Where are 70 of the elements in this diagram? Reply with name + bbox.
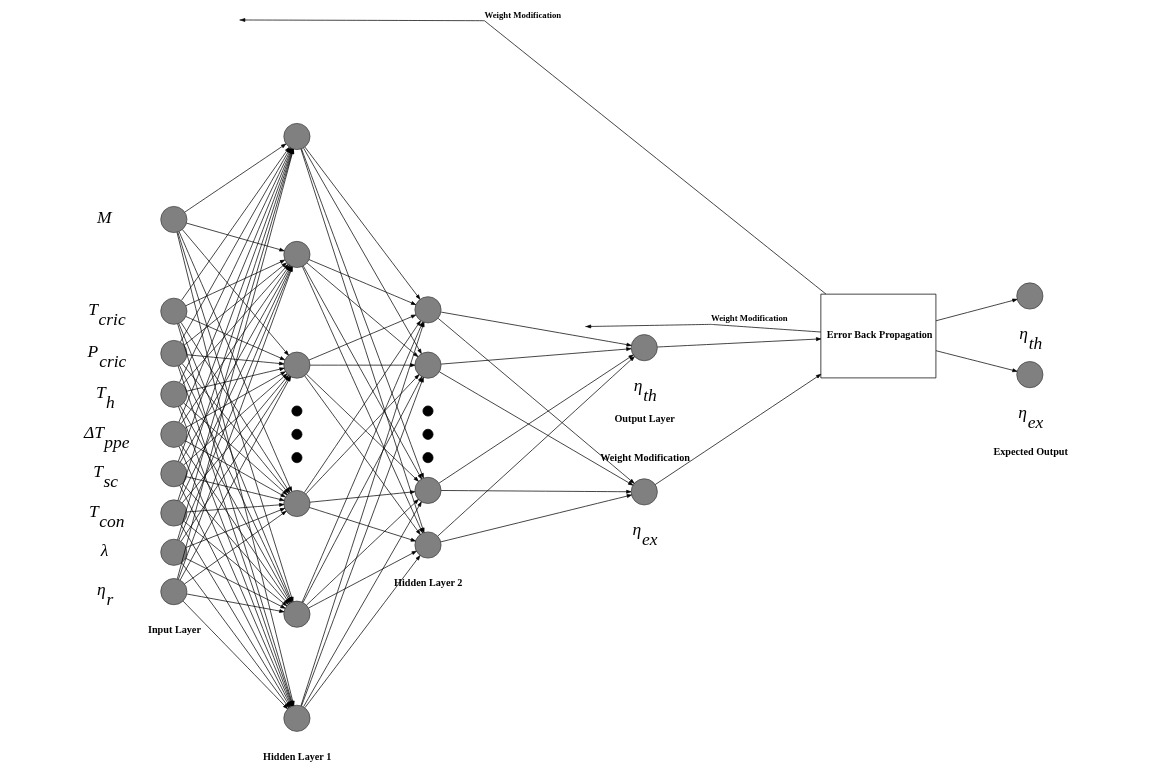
arrow <box>182 373 287 466</box>
arrow <box>185 593 284 613</box>
arrow <box>308 507 416 542</box>
node-circle <box>159 297 187 325</box>
arrow <box>185 259 285 307</box>
node-circle <box>159 499 187 527</box>
node-label: M <box>96 207 112 228</box>
arrow <box>239 18 826 295</box>
arrow <box>183 262 287 346</box>
node-dot <box>422 428 433 440</box>
arrow <box>308 259 416 305</box>
arrow <box>307 550 417 609</box>
label: Hidden Layer 1 <box>262 750 331 762</box>
arrow <box>184 557 285 609</box>
node-circle <box>159 538 187 566</box>
arrow <box>183 143 286 213</box>
node-circle <box>159 578 187 606</box>
arrow <box>183 521 287 607</box>
node-dot <box>422 452 433 464</box>
arrow <box>186 354 284 366</box>
arrow <box>304 555 420 709</box>
arrow <box>654 374 821 485</box>
node-dot <box>422 405 433 417</box>
node-circle <box>159 460 187 488</box>
label: Output Layer <box>613 412 675 424</box>
arrow <box>935 298 1017 322</box>
arrow <box>184 440 286 498</box>
arrow <box>184 371 286 429</box>
node-dot <box>290 405 302 417</box>
arrow <box>308 314 416 361</box>
arrow <box>440 494 632 543</box>
node-label: λ <box>100 540 108 561</box>
arrow <box>440 489 631 494</box>
arrow <box>302 501 422 708</box>
edge-label: Weight Modification <box>483 9 561 20</box>
arrow <box>302 376 422 603</box>
arrow <box>440 347 631 365</box>
arrow <box>440 311 632 347</box>
node-box: Error Back Propagation <box>820 293 936 379</box>
node-circle <box>159 420 187 448</box>
arrow <box>185 316 285 361</box>
arrow <box>303 375 421 535</box>
label: Expected Output <box>992 446 1068 458</box>
label: Weight Modification <box>599 452 690 464</box>
arrow <box>185 476 284 502</box>
label: Hidden Layer 2 <box>393 577 462 589</box>
arrow <box>304 146 420 300</box>
label: Input Layer <box>147 623 201 635</box>
arrow <box>186 502 284 513</box>
arrow <box>185 367 284 392</box>
arrow <box>185 507 285 548</box>
arrow <box>185 222 284 252</box>
edge-label: Weight Modification <box>710 313 788 324</box>
node-circle <box>1015 361 1043 389</box>
arrow <box>182 402 287 496</box>
arrow <box>656 337 821 348</box>
arrow <box>306 262 418 357</box>
node-circle <box>159 206 187 233</box>
node-circle <box>159 380 187 408</box>
arrow <box>437 317 634 484</box>
node-circle <box>159 340 187 367</box>
arrow <box>436 356 635 537</box>
arrow <box>935 350 1017 373</box>
node-dot <box>290 452 302 464</box>
arrow <box>309 490 415 503</box>
node-dot <box>290 428 302 440</box>
arrow <box>305 499 419 606</box>
node-circle <box>1015 282 1043 310</box>
arrow <box>309 363 415 368</box>
arrow <box>183 510 286 585</box>
